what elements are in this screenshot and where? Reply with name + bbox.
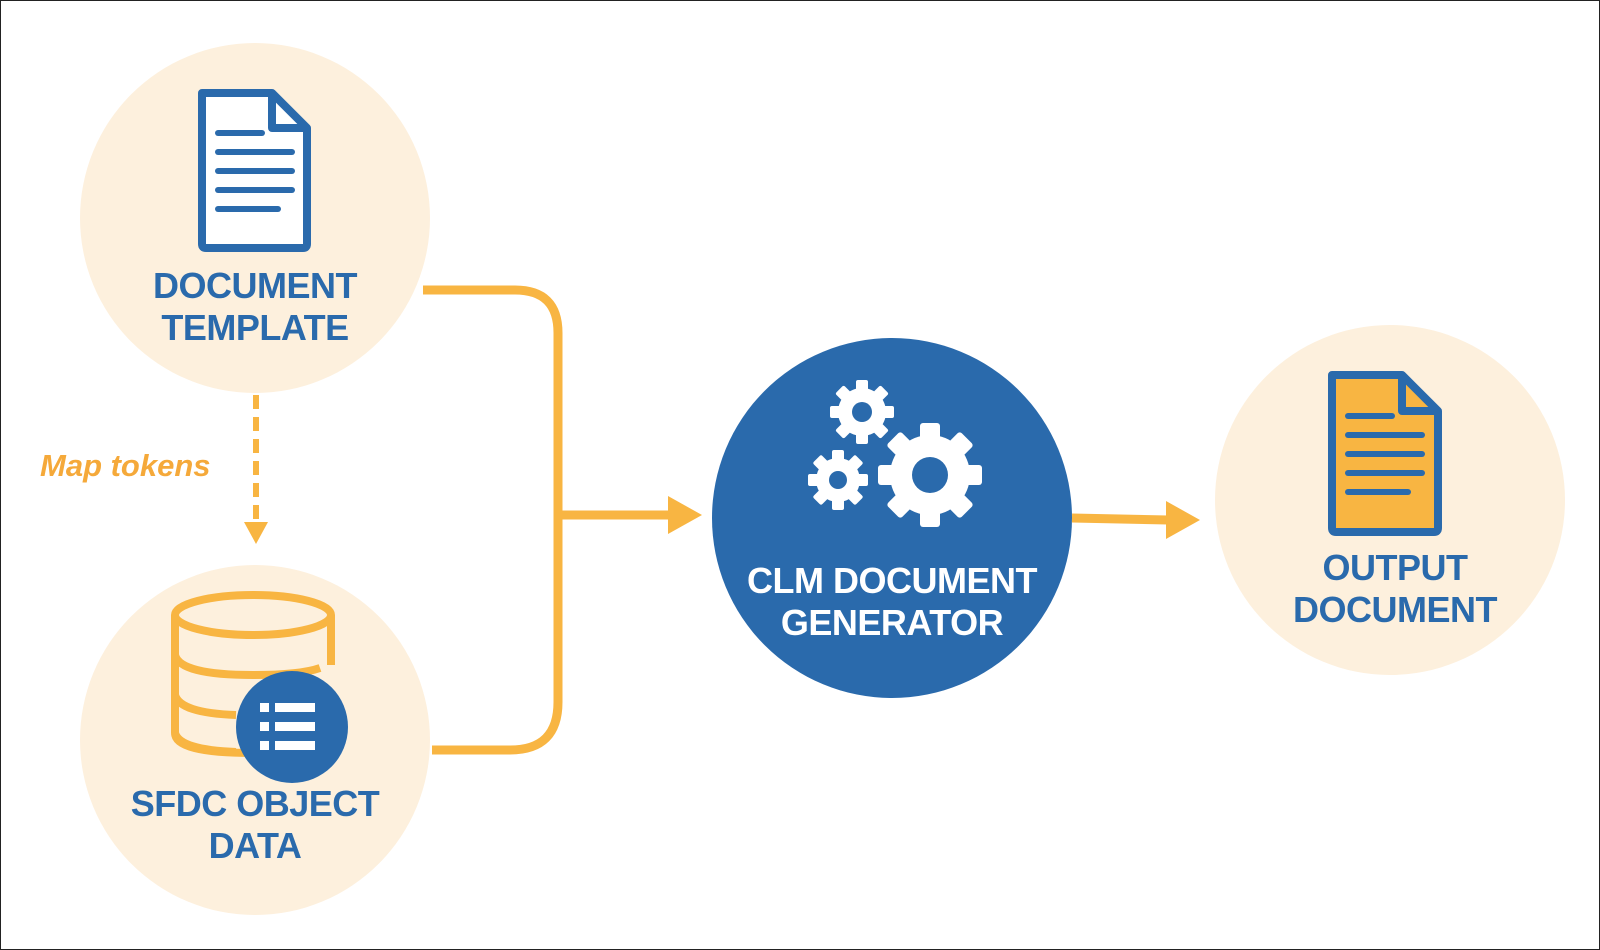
template-node-label: DOCUMENT TEMPLATE bbox=[105, 265, 405, 349]
output-connector bbox=[1071, 513, 1169, 525]
generator-label-line2: GENERATOR bbox=[780, 602, 1004, 643]
generator-label-line1: CLM DOCUMENT bbox=[747, 560, 1037, 601]
template-label-line2: TEMPLATE bbox=[161, 307, 349, 348]
object-data-label-line1: SFDC OBJECT bbox=[130, 783, 380, 824]
database-list-icon bbox=[171, 591, 335, 757]
map-tokens-label: Map tokens bbox=[40, 448, 211, 483]
gears-icon bbox=[808, 380, 982, 527]
generator-node-label: CLM DOCUMENT GENERATOR bbox=[717, 560, 1067, 644]
template-label-line1: DOCUMENT bbox=[153, 265, 357, 306]
object-data-node-label: SFDC OBJECT DATA bbox=[100, 783, 410, 867]
document-icon bbox=[198, 89, 311, 252]
template-connector bbox=[423, 285, 563, 755]
document-filled-icon bbox=[1328, 371, 1442, 536]
list-icon bbox=[236, 671, 348, 783]
object-data-label-line2: DATA bbox=[208, 825, 302, 866]
generator-node-circle bbox=[712, 338, 1072, 698]
generator-arrowhead-icon bbox=[668, 496, 702, 534]
output-label-line1: OUTPUT bbox=[1322, 547, 1469, 588]
map-tokens-arrowhead-icon bbox=[244, 522, 268, 544]
output-arrowhead-icon bbox=[1166, 501, 1200, 539]
output-node-label: OUTPUT DOCUMENT bbox=[1245, 547, 1545, 631]
output-label-line2: DOCUMENT bbox=[1293, 589, 1497, 630]
